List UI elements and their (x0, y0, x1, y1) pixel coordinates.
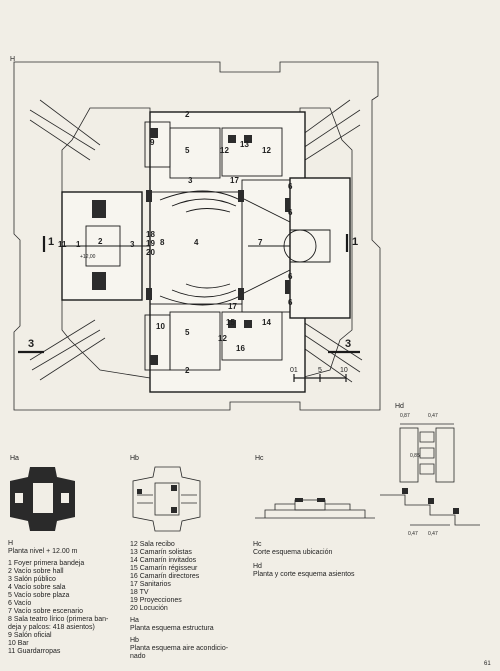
hc-section-diagram (255, 498, 375, 519)
room-6-a: 6 (288, 182, 293, 191)
legend-item: 18 TV (130, 589, 149, 596)
legend-item: 6 Vacío (8, 600, 32, 607)
section-mark-1-right: 1 (352, 236, 359, 248)
legend-left: H Planta nivel + 12.00 m 1 Foyer primera… (8, 540, 108, 656)
legend-subtitle: Planta nivel + 12.00 m (8, 548, 78, 555)
room-9: 9 (150, 138, 155, 147)
room-3-left: 3 (130, 240, 135, 249)
room-15: 15 (226, 318, 235, 327)
page-number: 61 (484, 661, 491, 667)
room-7: 7 (258, 238, 263, 247)
ha-caption-title: Ha (130, 617, 139, 624)
hd-dim-1: 0,87 (400, 413, 410, 419)
legend-item: 17 Sanitarios (130, 581, 171, 588)
legend-item: 2 Vacío sobre hall (8, 568, 64, 575)
hd-dim-3: 0,85 (410, 453, 420, 459)
hd-dim-4: 0,47 (408, 531, 418, 537)
section-mark-3-left: 3 (28, 338, 35, 350)
room-6-c: 6 (288, 272, 293, 281)
room-6-b: 6 (288, 208, 293, 217)
legend-item: 5 Vacío sobre plaza (8, 592, 70, 599)
legend-item: 1 Foyer primera bandeja (8, 560, 85, 567)
room-3-top: 3 (188, 176, 193, 185)
hd-dim-5: 0,47 (428, 531, 438, 537)
room-2-left: 2 (98, 237, 103, 246)
room-17-b: 17 (228, 302, 237, 311)
room-12-c: 12 (218, 334, 227, 343)
ha-label: Ha (10, 455, 19, 462)
legend-item: 10 Bar (8, 640, 29, 647)
legend-right: Hc Corte esquema ubicación Hd Planta y c… (253, 541, 355, 579)
room-1: 1 (76, 240, 81, 249)
legend-middle: 12 Sala recibo 13 Camarín solistas 14 Ca… (130, 541, 228, 661)
section-mark-3-right: 3 (345, 338, 352, 350)
room-18: 18 (146, 230, 155, 239)
room-2-top: 2 (185, 110, 190, 119)
legend-item: 13 Camarín solistas (130, 549, 192, 556)
legend-item: 15 Camarín régisseur (130, 565, 198, 572)
hb-caption-text: Planta esquema aire acondicio- (130, 645, 229, 652)
room-4: 4 (194, 238, 199, 247)
hb-caption-title: Hb (130, 637, 139, 644)
room-20: 20 (146, 248, 155, 257)
hb-air-conditioning-diagram (132, 466, 201, 532)
room-10: 10 (156, 322, 165, 331)
room-11: 11 (58, 240, 67, 249)
legend-item: 4 Vacío sobre sala (8, 584, 66, 591)
room-19: 19 (146, 239, 155, 248)
room-14: 14 (262, 318, 271, 327)
ha-structure-diagram (10, 467, 75, 531)
room-12-a: 12 (220, 146, 229, 155)
hb-label: Hb (130, 455, 139, 462)
hd-caption-title: Hd (253, 563, 262, 570)
legend-title: H (8, 540, 14, 547)
legend-item: 8 Sala teatro lírico (primera ban- (8, 616, 109, 623)
legend-item: 11 Guardarropas (8, 648, 61, 655)
hd-label: Hd (395, 403, 404, 410)
hc-caption-text: Corte esquema ubicación (253, 549, 333, 556)
legend-item: deja y palcos: 418 asientos) (8, 624, 95, 631)
legend-item: 3 Salón público (8, 576, 56, 583)
room-8: 8 (160, 238, 165, 247)
legend-item: 16 Camarín directores (130, 573, 200, 580)
main-floor-plan (13, 61, 381, 411)
scale-label-5: 5 (318, 367, 322, 374)
legend-item: 7 Vacío sobre escenario (8, 608, 83, 615)
legend-item: 19 Proyecciones (130, 597, 182, 604)
elevation-mark: +12,00 (80, 254, 96, 260)
hd-dim-2: 0,47 (428, 413, 438, 419)
ha-caption-text: Planta esquema estructura (130, 625, 214, 632)
scale-label-10: 10 (340, 367, 348, 374)
room-5-bottom: 5 (185, 328, 190, 337)
room-16: 16 (236, 344, 245, 353)
room-13: 13 (240, 140, 249, 149)
hd-seat-diagram (380, 423, 480, 526)
legend-item: 9 Salón oficial (8, 632, 52, 639)
hc-label: Hc (255, 455, 264, 462)
hb-caption-text: nado (130, 653, 146, 660)
plan-label: H (10, 56, 16, 63)
room-2-bottom: 2 (185, 366, 190, 375)
scale-label-0: 01 (290, 367, 298, 374)
room-12-b: 12 (262, 146, 271, 155)
legend-item: 20 Locución (130, 605, 168, 612)
room-5-top: 5 (185, 146, 190, 155)
hd-caption-text: Planta y corte esquema asientos (253, 571, 355, 578)
legend-item: 14 Camarín invitados (130, 557, 197, 564)
room-17-a: 17 (230, 176, 239, 185)
room-6-d: 6 (288, 298, 293, 307)
legend-item: 12 Sala recibo (130, 541, 175, 548)
hc-caption-title: Hc (253, 541, 262, 548)
section-mark-1-left: 1 (48, 236, 55, 248)
